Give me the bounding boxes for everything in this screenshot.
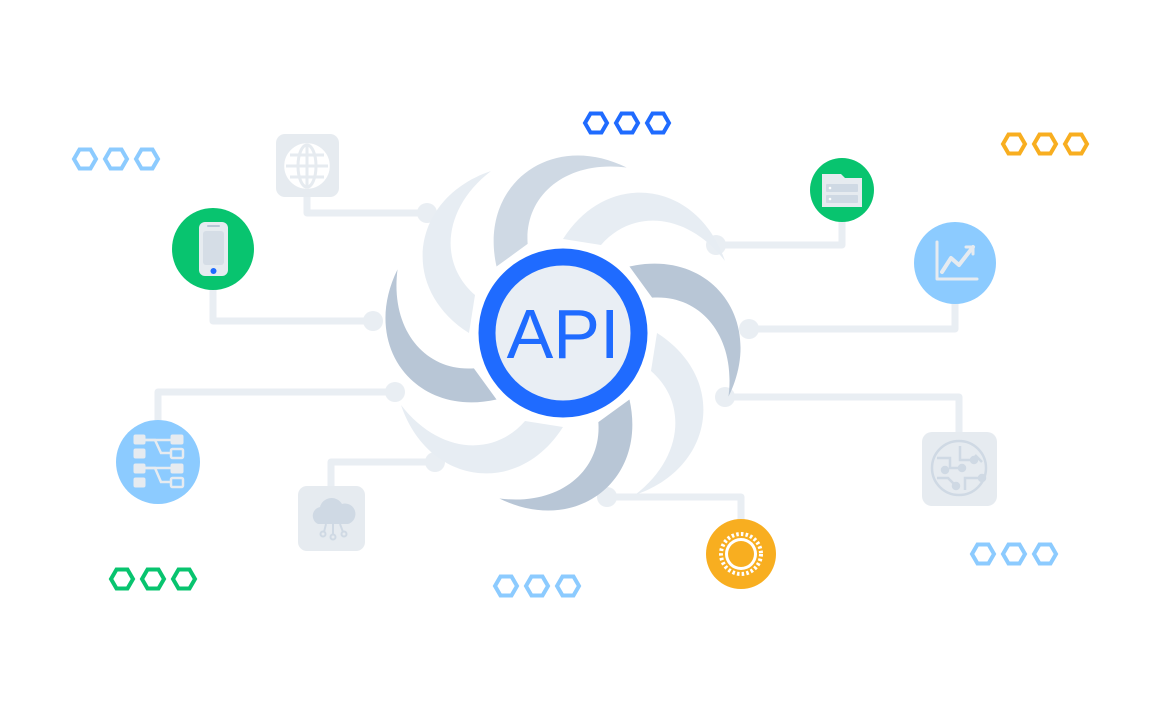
circuit-icon (930, 439, 988, 497)
gear-tile (706, 519, 776, 589)
connector-chart (745, 296, 959, 333)
workflow-icon (133, 434, 185, 489)
circuit-tile (922, 432, 997, 506)
hex-group-top-left (72, 147, 160, 171)
hex-group-bottom-center (493, 574, 581, 598)
cloud-tile (298, 486, 365, 551)
mobile-tile (172, 208, 254, 290)
mobile-phone-icon (199, 222, 228, 276)
connector-phone (209, 281, 377, 325)
workflow-tile (116, 420, 200, 504)
connector-workflow (154, 388, 399, 426)
connector-folder (712, 214, 846, 249)
cloud-network-icon (312, 498, 356, 541)
connector-gear (603, 493, 745, 524)
gear-icon (719, 532, 763, 576)
api-hub: API (471, 241, 655, 425)
chart-trend-icon (935, 240, 979, 281)
connectors (154, 181, 963, 524)
connector-cloud (327, 458, 439, 492)
petal-swirl (385, 155, 741, 511)
chart-tile (914, 222, 996, 304)
globe-tile (276, 134, 339, 197)
folder-tile (810, 158, 874, 222)
hex-group-top-right (1001, 132, 1089, 156)
hex-group-top-center (583, 111, 671, 135)
hex-group-bottom-left (109, 567, 197, 591)
connector-circuit (721, 393, 963, 438)
hex-group-bottom-right (970, 542, 1058, 566)
api-label: API (507, 295, 620, 373)
globe-icon (284, 143, 330, 189)
folder-server-icon (822, 174, 862, 207)
